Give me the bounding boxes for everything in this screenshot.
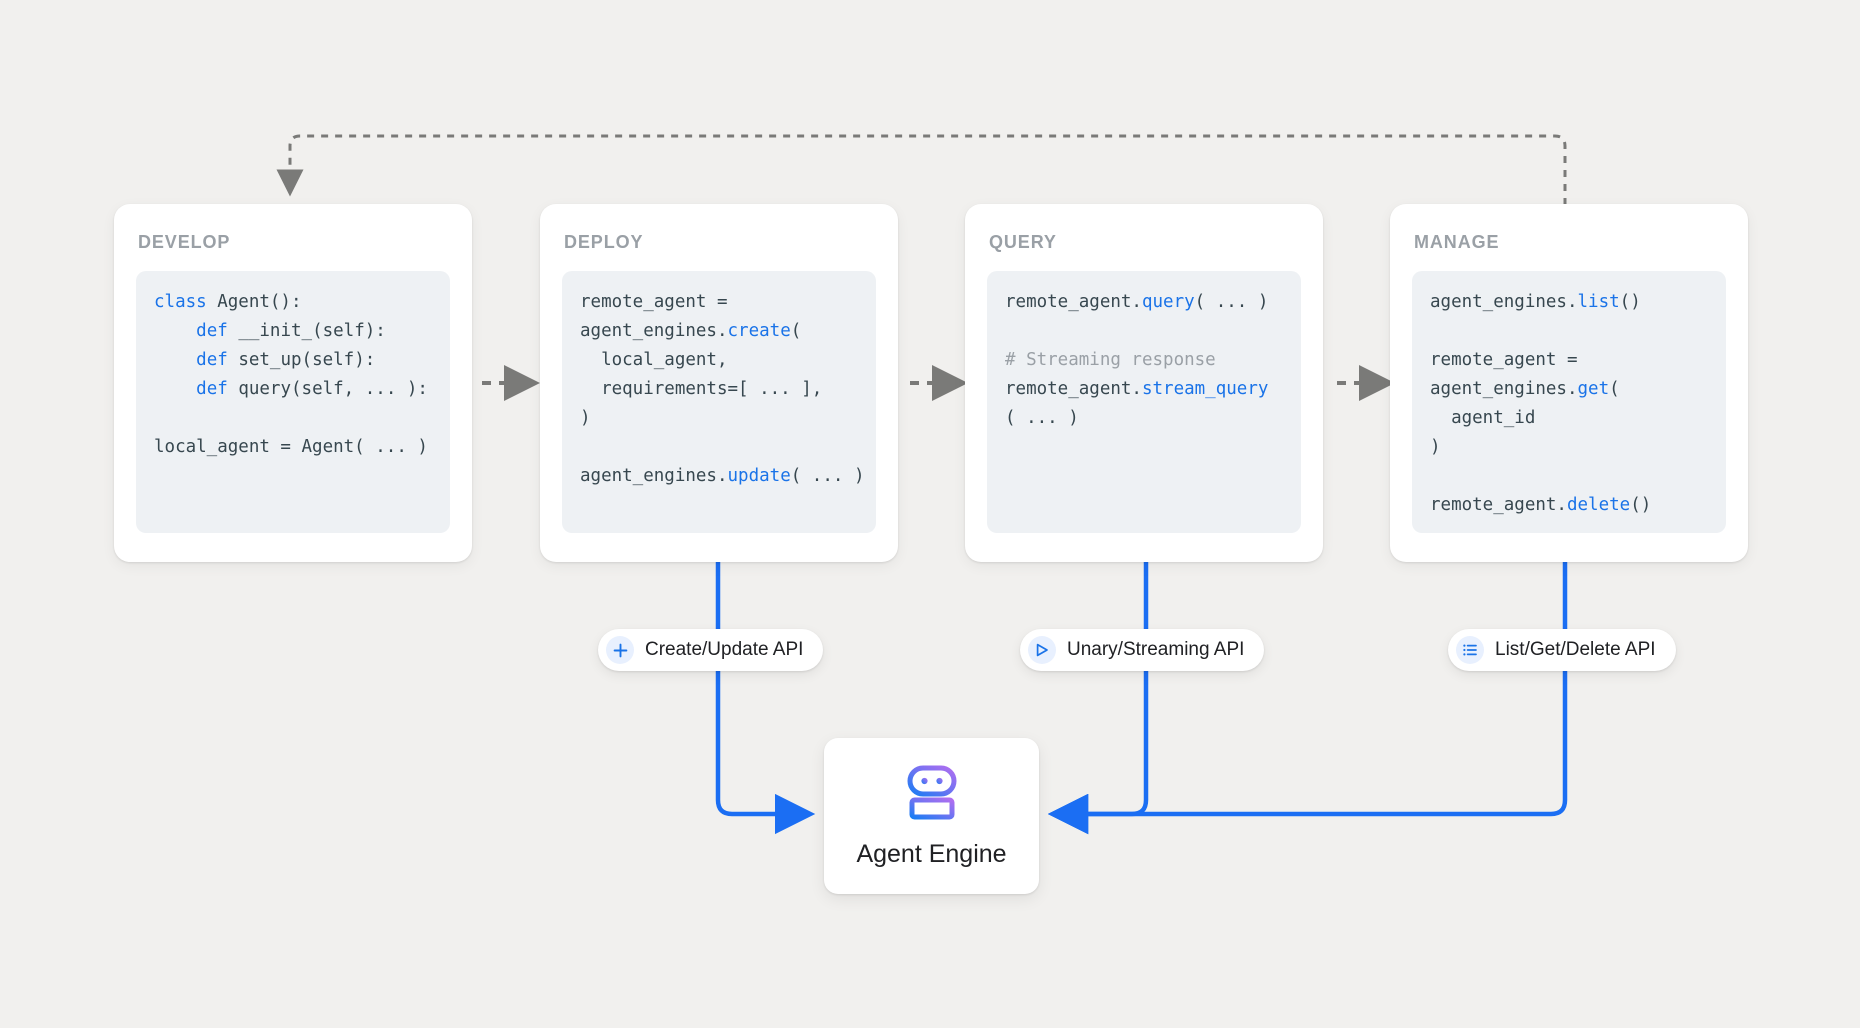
api-pill-label: List/Get/Delete API (1495, 639, 1656, 660)
agent-engine-node[interactable]: Agent Engine (824, 738, 1039, 894)
agent-engine-label: Agent Engine (856, 840, 1007, 868)
api-pill-label: Create/Update API (645, 639, 804, 660)
wire-manage-to-engine (1047, 562, 1568, 835)
stage-card-manage[interactable]: MANAGE agent_engines.list() remote_agent… (1390, 204, 1748, 562)
api-pill-create-update[interactable]: Create/Update API (598, 629, 824, 671)
api-pill-list-get-delete[interactable]: List/Get/Delete API (1448, 629, 1676, 671)
robot-icon (901, 763, 963, 826)
wire-deploy-to-engine (715, 562, 816, 835)
stage-card-develop[interactable]: DEVELOP class Agent(): def __init_(self)… (114, 204, 472, 562)
code-block-query: remote_agent.query( ... ) # Streaming re… (987, 271, 1301, 533)
stage-card-query[interactable]: QUERY remote_agent.query( ... ) # Stream… (965, 204, 1323, 562)
api-pill-unary-streaming[interactable]: Unary/Streaming API (1020, 629, 1265, 671)
list-icon (1456, 636, 1484, 664)
wire-query-to-engine (1047, 562, 1149, 835)
stage-title-develop: DEVELOP (138, 232, 231, 252)
stage-title-manage: MANAGE (1414, 232, 1500, 252)
stage-card-deploy[interactable]: DEPLOY remote_agent = agent_engines.crea… (540, 204, 898, 562)
stage-title-deploy: DEPLOY (564, 232, 644, 252)
stage-title-query: QUERY (989, 232, 1057, 252)
code-block-develop: class Agent(): def __init_(self): def se… (136, 271, 450, 533)
code-block-manage: agent_engines.list() remote_agent = agen… (1412, 271, 1726, 533)
plus-icon (606, 636, 634, 664)
api-pill-label: Unary/Streaming API (1067, 639, 1245, 660)
code-block-deploy: remote_agent = agent_engines.create( loc… (562, 271, 876, 533)
feedback-arrow (276, 134, 1567, 205)
send-triangle-icon (1028, 636, 1056, 664)
